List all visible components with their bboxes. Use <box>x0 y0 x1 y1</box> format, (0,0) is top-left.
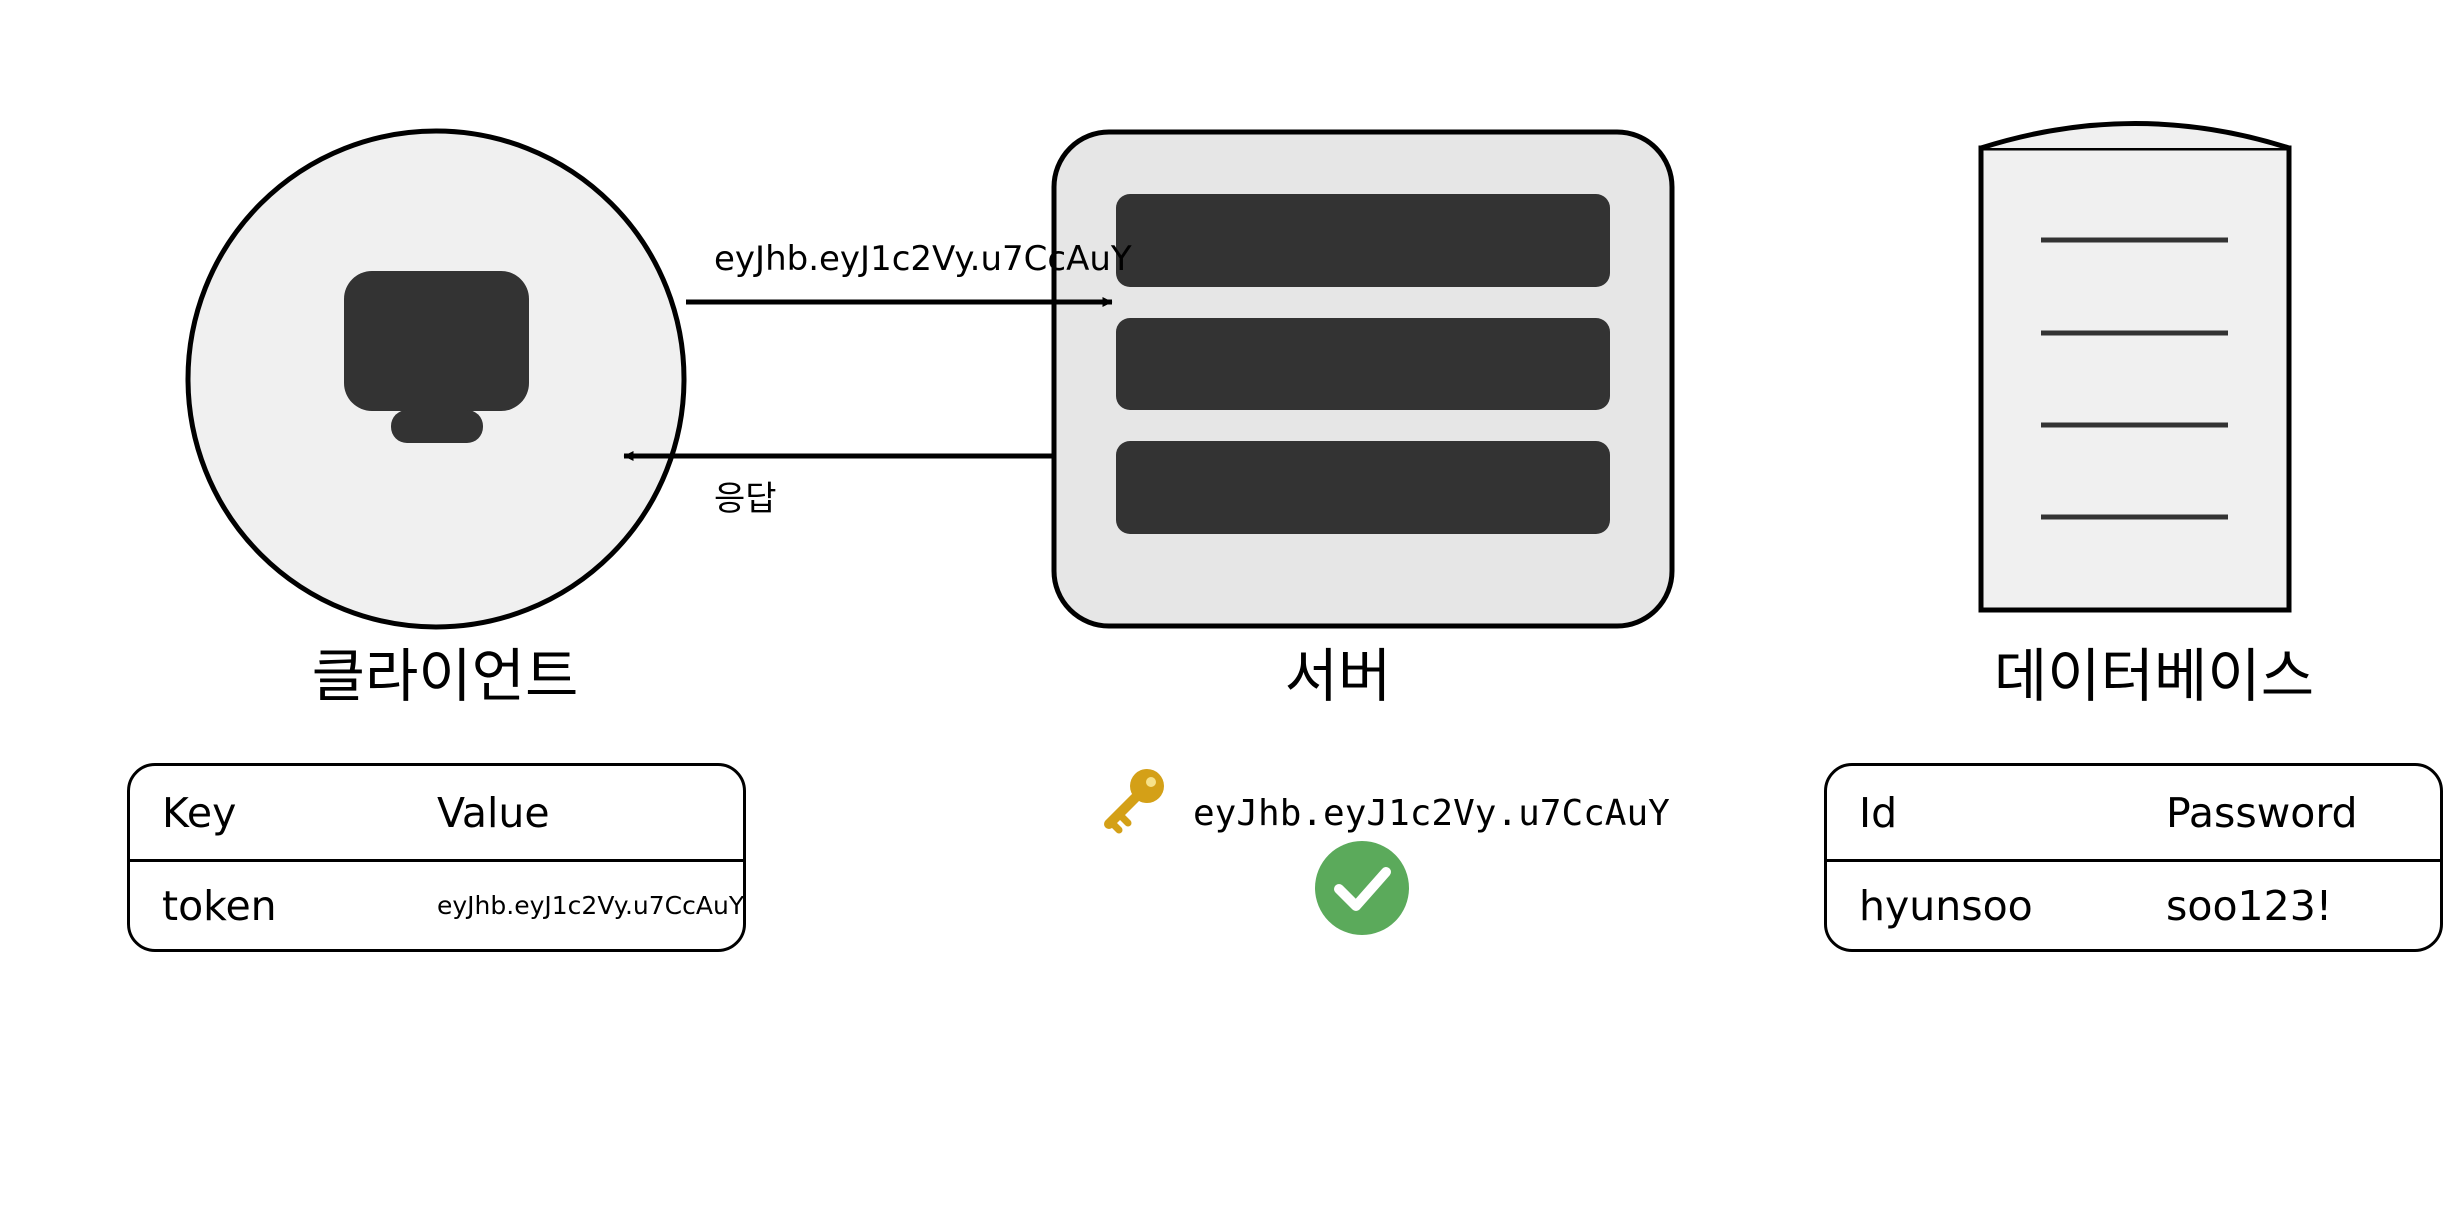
column-header-value: Value <box>437 788 550 837</box>
monitor-icon <box>344 271 529 443</box>
server-title: 서버 <box>1284 642 1392 710</box>
cell-key-token: token <box>162 881 277 930</box>
client-storage-table: Key Value token eyJhb.eyJ1c2Vy.u7CcAuY <box>127 763 746 952</box>
cell-token-value: eyJhb.eyJ1c2Vy.u7CcAuY <box>437 891 745 920</box>
database-users-table: Id Password hyunsoo soo123! <box>1824 763 2443 952</box>
table-header-row: Id Password <box>1827 766 2440 862</box>
table-row: hyunsoo soo123! <box>1827 859 2440 949</box>
key-icon <box>1104 769 1164 834</box>
database-title: 데이터베이스 <box>1993 642 2315 710</box>
column-header-id: Id <box>1859 788 1898 837</box>
column-header-key: Key <box>162 788 237 837</box>
server-rack-icon <box>1116 194 1610 534</box>
client-node[interactable] <box>185 128 687 630</box>
cell-user-id: hyunsoo <box>1859 881 2033 930</box>
server-rack-slot <box>1116 318 1610 410</box>
cell-user-password: soo123! <box>2166 881 2333 930</box>
column-header-password: Password <box>2166 788 2358 837</box>
table-header-row: Key Value <box>130 766 743 862</box>
server-rack-slot <box>1116 194 1610 287</box>
check-circle-icon <box>1315 841 1409 935</box>
server-token-text: eyJhb.eyJ1c2Vy.u7CcAuY <box>1193 793 1670 834</box>
request-arrow-label: eyJhb.eyJ1c2Vy.u7CcAuY <box>714 239 1132 279</box>
server-node[interactable] <box>1051 129 1675 629</box>
server-rack-slot <box>1116 441 1610 534</box>
table-row: token eyJhb.eyJ1c2Vy.u7CcAuY <box>130 859 745 949</box>
client-title: 클라이언트 <box>311 642 579 710</box>
response-arrow-label: 응답 <box>714 479 777 519</box>
database-node[interactable] <box>1978 121 2292 613</box>
database-cylinder-icon <box>1978 121 2292 613</box>
